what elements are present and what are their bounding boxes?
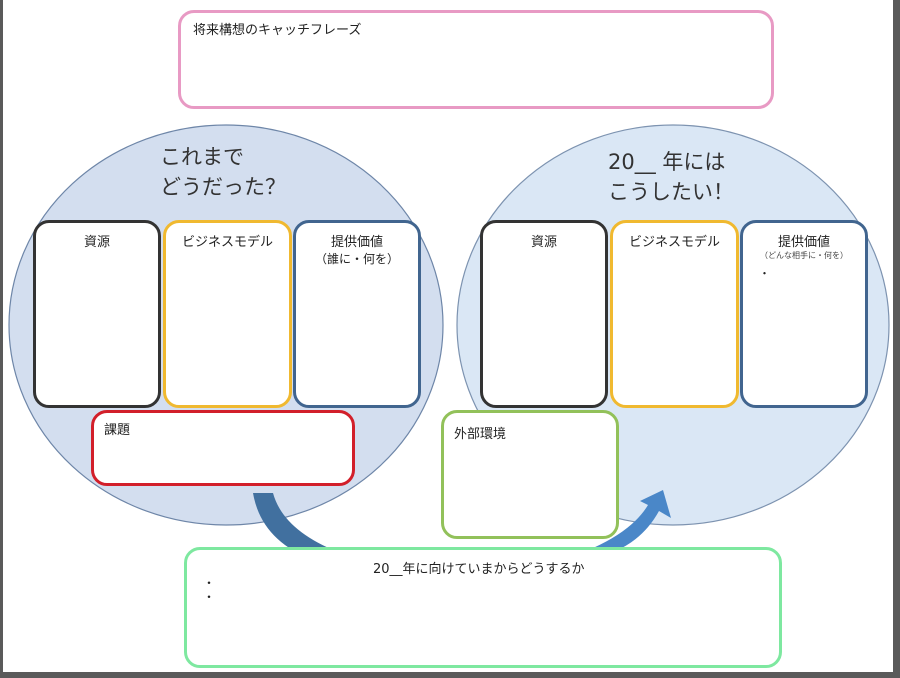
external-environment-label: 外部環境 <box>454 427 507 442</box>
future-value-box[interactable]: 提供価値 （どんな相手に・何を） ・ <box>740 220 868 408</box>
past-business-model-label: ビジネスモデル <box>181 235 273 250</box>
past-business-model-box[interactable]: ビジネスモデル <box>163 220 292 408</box>
future-value-bullet: ・ <box>759 267 770 280</box>
future-resources-label: 資源 <box>530 235 557 250</box>
catchphrase-label: 将来構想のキャッチフレーズ <box>193 23 362 38</box>
future-title: 20__ 年には こうしたい！ <box>608 147 734 207</box>
action-bullet: ・ <box>203 576 216 590</box>
catchphrase-box[interactable]: 将来構想のキャッチフレーズ <box>178 10 774 109</box>
left-curved-arrow <box>253 493 338 560</box>
past-value-sublabel: （誰に・何を） <box>314 252 399 266</box>
past-value-label: 提供価値 <box>330 235 383 250</box>
issues-label: 課題 <box>104 423 131 438</box>
action-bullets: ・ ・ <box>203 576 215 604</box>
future-business-model-label: ビジネスモデル <box>628 235 720 250</box>
past-resources-box[interactable]: 資源 <box>33 220 161 408</box>
action-plan-label: 20__年に向けていまからどうするか <box>373 562 585 577</box>
future-value-sublabel: （どんな相手に・何を） <box>760 251 848 260</box>
action-bullet: ・ <box>203 590 216 604</box>
past-resources-label: 資源 <box>83 235 110 250</box>
future-title-line2: こうしたい！ <box>608 180 734 204</box>
future-value-label: 提供価値 <box>777 235 830 250</box>
past-value-box[interactable]: 提供価値 （誰に・何を） <box>293 220 421 408</box>
right-curved-arrow <box>593 490 671 552</box>
external-environment-box[interactable]: 外部環境 <box>441 410 619 539</box>
future-title-line1: 20__ 年には <box>608 150 726 174</box>
past-title: これまで どうだった？ <box>160 142 286 202</box>
future-business-model-box[interactable]: ビジネスモデル <box>610 220 739 408</box>
canvas: 将来構想のキャッチフレーズ これまで どうだった？ 20__ 年には こうしたい… <box>3 0 893 672</box>
issues-box[interactable]: 課題 <box>91 410 355 486</box>
past-title-line1: これまで <box>160 145 244 169</box>
past-title-line2: どうだった？ <box>160 175 286 199</box>
future-resources-box[interactable]: 資源 <box>480 220 608 408</box>
action-plan-box[interactable]: 20__年に向けていまからどうするか ・ ・ <box>184 547 782 668</box>
